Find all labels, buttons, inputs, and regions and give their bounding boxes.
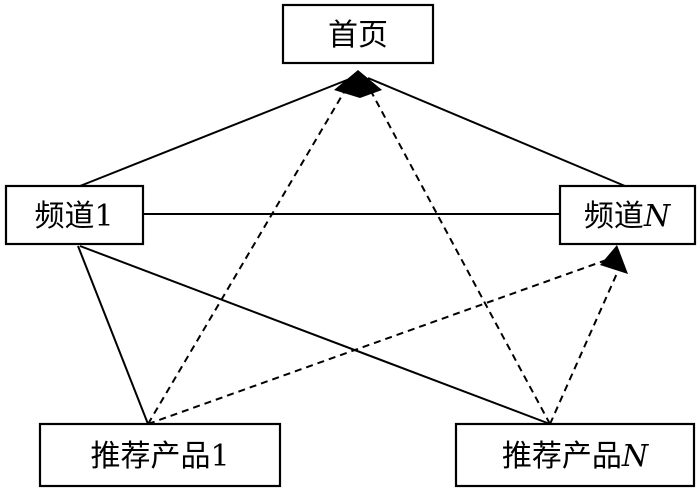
connectors bbox=[77, 77, 626, 425]
node-home: 首页 bbox=[281, 3, 435, 65]
edge-productn-home bbox=[365, 81, 551, 425]
home-arrowhead bbox=[334, 70, 382, 98]
node-home-label: 首页 bbox=[328, 18, 388, 53]
node-channel-n: 频道N bbox=[558, 184, 697, 246]
node-channel-1: 频道1 bbox=[4, 184, 145, 246]
edge-channel1-home bbox=[79, 77, 353, 187]
edge-product1-channeln bbox=[147, 257, 613, 425]
edge-productn-channeln bbox=[549, 261, 623, 425]
node-channel-1-label: 频道1 bbox=[34, 199, 113, 234]
node-product-n-label: 推荐产品N bbox=[502, 439, 650, 474]
channeln-arrowhead bbox=[600, 245, 628, 274]
node-product-1-label: 推荐产品1 bbox=[90, 439, 229, 474]
edge-channel1-productn bbox=[79, 245, 551, 425]
node-product-1: 推荐产品1 bbox=[38, 422, 282, 488]
node-channel-n-label: 频道N bbox=[584, 199, 672, 234]
edge-channel1-product1 bbox=[77, 245, 149, 425]
edge-product1-home bbox=[147, 81, 351, 425]
arrowheads bbox=[334, 70, 628, 274]
node-product-n: 推荐产品N bbox=[454, 422, 696, 488]
edge-channeln-home bbox=[367, 77, 626, 187]
